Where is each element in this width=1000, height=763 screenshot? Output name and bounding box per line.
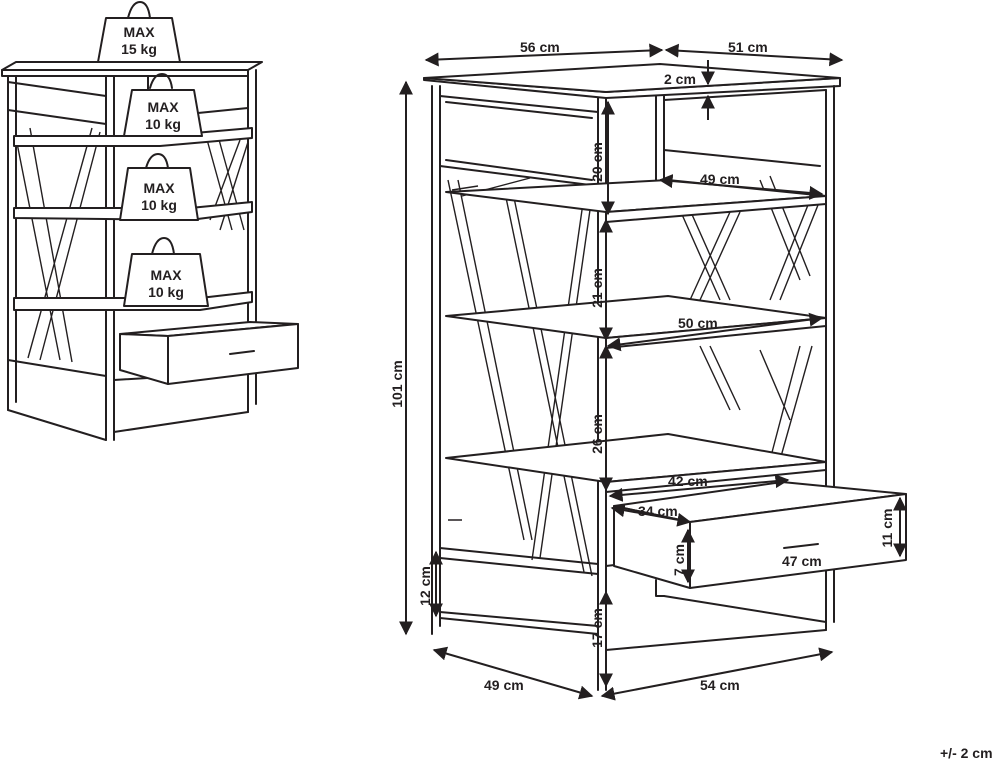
label-frame-low: 12 cm (417, 566, 433, 606)
label-drawer-inner: 34 cm (638, 503, 678, 519)
shelf-unit-drawing (423, 63, 907, 691)
weight-icon-shelf-3: MAX 10 kg (123, 237, 209, 307)
small-top-board (1, 61, 263, 71)
label-leg-height: 17 cm (589, 608, 605, 648)
label-drawer-width: 47 cm (782, 553, 822, 569)
label-drawer-height: 11 cm (879, 509, 895, 548)
small-x-brace (15, 127, 101, 363)
front-left-leg (431, 85, 441, 635)
label-total-height: 101 cm (389, 360, 405, 407)
weight-shelf2-kg: 10 kg (141, 197, 177, 213)
label-compartment2: 21 cm (589, 268, 605, 308)
weight-shelf2-max: MAX (143, 180, 175, 196)
weight-icon-top: MAX 15 kg (97, 1, 181, 63)
drawer-handle (783, 543, 819, 549)
bottom-frame-front (605, 595, 827, 651)
weight-shelf3-max: MAX (150, 267, 182, 283)
weight-shelf1-kg: 10 kg (145, 116, 181, 132)
tolerance-note: +/- 2 cm (940, 745, 993, 761)
label-shelf2-depth: 50 cm (678, 315, 718, 331)
label-depth-side: 51 cm (728, 39, 768, 55)
label-shelf3-depth: 42 cm (668, 473, 708, 489)
label-compartment3: 26 cm (589, 414, 605, 454)
weight-shelf3-kg: 10 kg (148, 284, 184, 300)
weight-top-max: MAX (123, 24, 155, 40)
label-compartment1: 20 cm (589, 142, 605, 182)
label-base-depth: 54 cm (700, 677, 740, 693)
side-x-brace-1 (447, 179, 593, 561)
label-shelf1-depth: 49 cm (700, 171, 740, 187)
label-base-width: 49 cm (484, 677, 524, 693)
small-front-rail (7, 81, 107, 125)
weight-top-kg: 15 kg (121, 41, 157, 57)
back-x-brace (679, 175, 821, 301)
label-top-thickness: 2 cm (664, 71, 696, 87)
weight-shelf1-max: MAX (147, 99, 179, 115)
label-width-front: 56 cm (520, 39, 560, 55)
bottom-frame-side (439, 547, 599, 635)
small-front-legs (7, 75, 115, 441)
label-drawer-inner-height: 7 cm (671, 544, 687, 576)
dimension-lines (399, 43, 907, 701)
weight-icon-shelf-1: MAX 10 kg (123, 73, 203, 137)
weight-icon-shelf-2: MAX 10 kg (119, 153, 199, 221)
